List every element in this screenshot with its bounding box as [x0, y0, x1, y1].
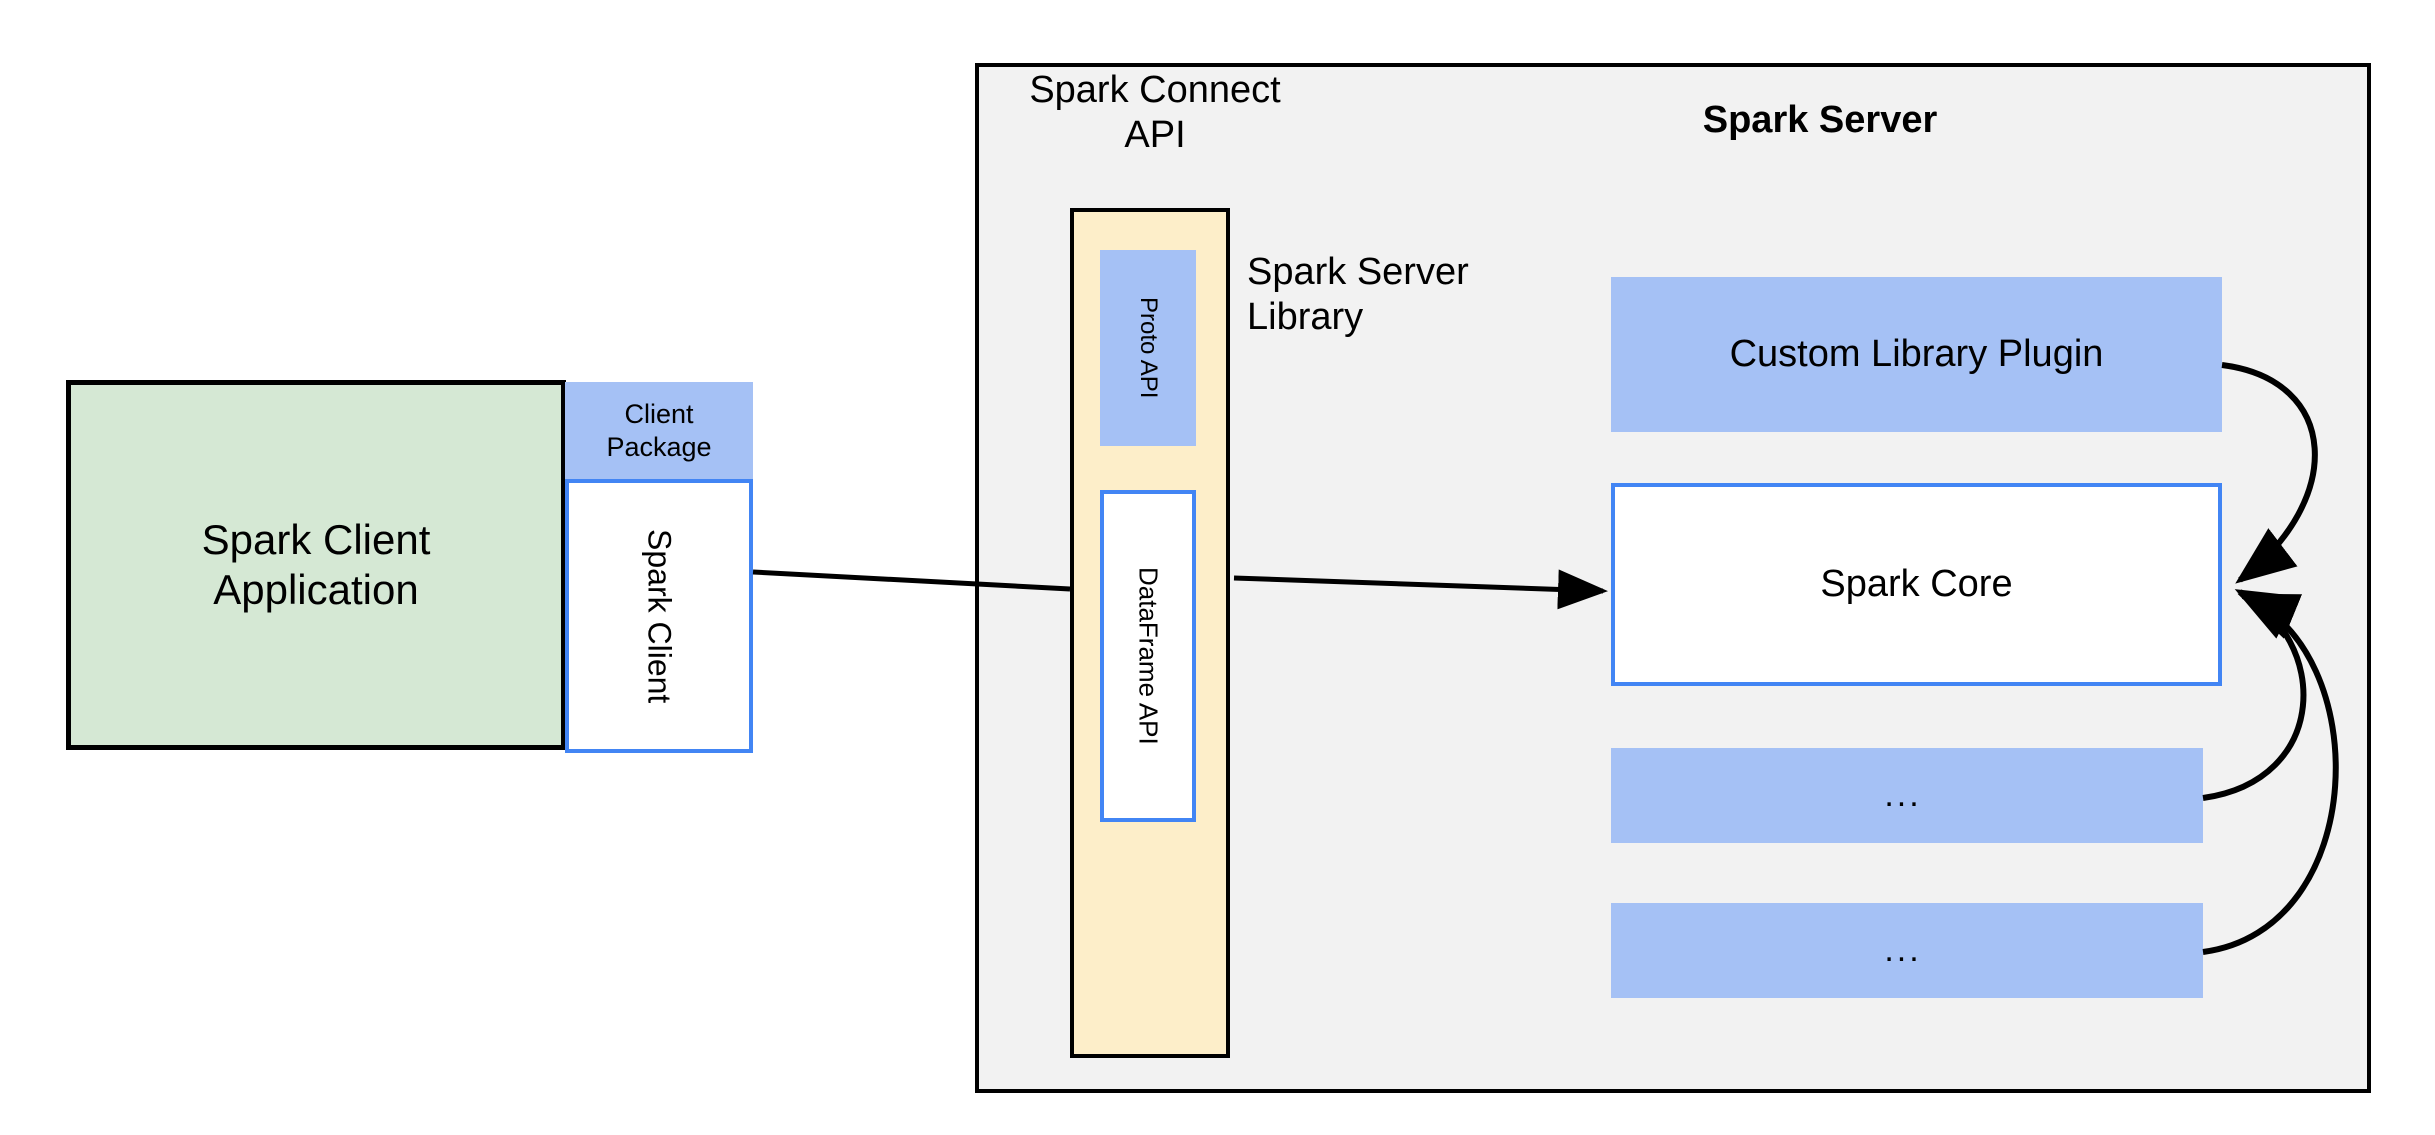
- ellipsis-box-2[interactable]: ...: [1611, 903, 2203, 998]
- spark-core-box[interactable]: Spark Core: [1611, 483, 2222, 686]
- proto-api-box[interactable]: Proto API: [1100, 250, 1196, 446]
- proto-api-label: Proto API: [1135, 297, 1162, 399]
- dataframe-api-label: DataFrame API: [1133, 567, 1164, 745]
- client-package-box[interactable]: Client Package: [565, 382, 753, 479]
- spark-client-label: Spark Client: [641, 528, 678, 704]
- ellipsis-box-1[interactable]: ...: [1611, 748, 2203, 843]
- ellipsis-label-1: ...: [1884, 776, 1922, 814]
- spark-server-library-label: Spark Server Library: [1247, 251, 1469, 338]
- custom-library-plugin-box[interactable]: Custom Library Plugin: [1611, 277, 2222, 432]
- spark-server-title: Spark Server: [1702, 99, 1938, 141]
- dataframe-api-box[interactable]: DataFrame API: [1100, 490, 1196, 822]
- spark-connect-api-label: Spark Connect API: [1029, 69, 1281, 156]
- spark-client-application-box[interactable]: Spark Client Application: [66, 380, 566, 750]
- ellipsis-label-2: ...: [1884, 931, 1922, 969]
- spark-client-box[interactable]: Spark Client: [565, 479, 753, 753]
